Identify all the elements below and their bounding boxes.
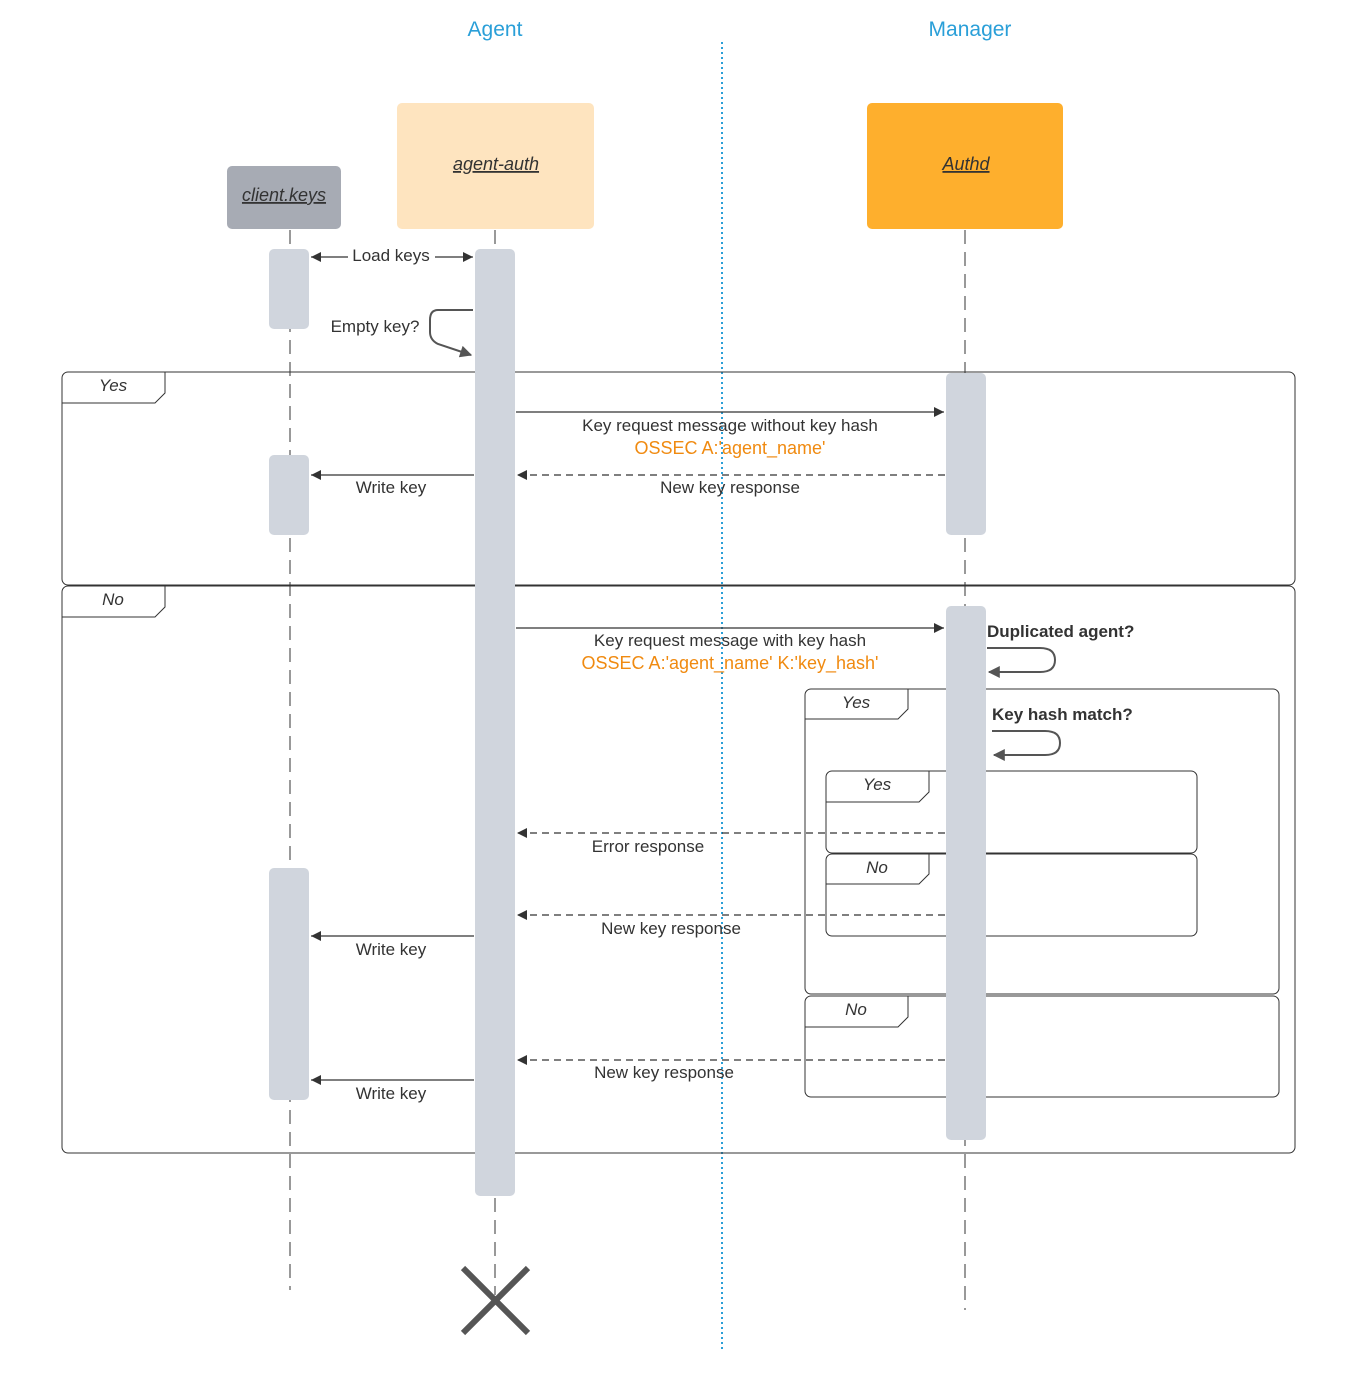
- empty-key-loop: [429, 309, 473, 358]
- frame-duplicated-no-label: No: [845, 1000, 867, 1019]
- agent-auth-label: agent-auth: [453, 154, 539, 174]
- authd-activation-1: [946, 373, 986, 535]
- frame-outer-yes: Yes: [61, 371, 1296, 586]
- duplicated-agent-label: Duplicated agent?: [987, 622, 1134, 641]
- frame-duplicated-yes-label: Yes: [842, 693, 871, 712]
- empty-key-label: Empty key?: [331, 317, 420, 336]
- client-keys-activation-3: [269, 868, 309, 1100]
- new-key-response-1-label: New key response: [660, 478, 800, 497]
- authd-label: Authd: [941, 154, 990, 174]
- write-key-2-label: Write key: [356, 940, 427, 959]
- ossec-agent-name-hash-label: OSSEC A:'agent_name' K:'key_hash': [582, 653, 879, 674]
- authd-participant: Authd: [867, 103, 1063, 229]
- client-keys-activation-2: [269, 455, 309, 535]
- client-keys-participant: client.keys: [227, 166, 341, 229]
- duplicated-agent-loop: [987, 647, 1057, 678]
- frame-outer-yes-label: Yes: [99, 376, 128, 395]
- agent-auth-activation: [475, 249, 515, 1196]
- frame-outer-no: No: [61, 585, 1296, 1154]
- ossec-agent-name-label: OSSEC A:'agent_name': [635, 438, 826, 459]
- key-request-no-hash-label: Key request message without key hash: [582, 416, 878, 435]
- write-key-3-label: Write key: [356, 1084, 427, 1103]
- agent-auth-participant: agent-auth: [397, 103, 594, 229]
- agent-side-title: Agent: [468, 18, 523, 41]
- frame-match-no: No: [825, 853, 1198, 937]
- frame-match-yes: Yes: [825, 770, 1198, 854]
- load-keys-label: Load keys: [352, 246, 430, 265]
- error-response-label: Error response: [592, 837, 704, 856]
- frame-match-yes-label: Yes: [863, 775, 892, 794]
- agent-auth-destroy-icon: [460, 1265, 531, 1336]
- authd-activation-2: [946, 606, 986, 1140]
- client-keys-activation-1: [269, 249, 309, 329]
- key-hash-match-loop: [992, 730, 1062, 761]
- frame-outer-no-label: No: [102, 590, 124, 609]
- client-keys-label: client.keys: [242, 185, 326, 205]
- frame-duplicated-no: No: [804, 995, 1280, 1098]
- key-request-hash-label: Key request message with key hash: [594, 631, 866, 650]
- key-hash-match-label: Key hash match?: [992, 705, 1133, 724]
- manager-side-title: Manager: [929, 18, 1012, 41]
- new-key-response-2-label: New key response: [601, 919, 741, 938]
- write-key-1-label: Write key: [356, 478, 427, 497]
- new-key-response-3-label: New key response: [594, 1063, 734, 1082]
- frame-duplicated-yes: Yes: [804, 688, 1280, 995]
- frame-match-no-label: No: [866, 858, 888, 877]
